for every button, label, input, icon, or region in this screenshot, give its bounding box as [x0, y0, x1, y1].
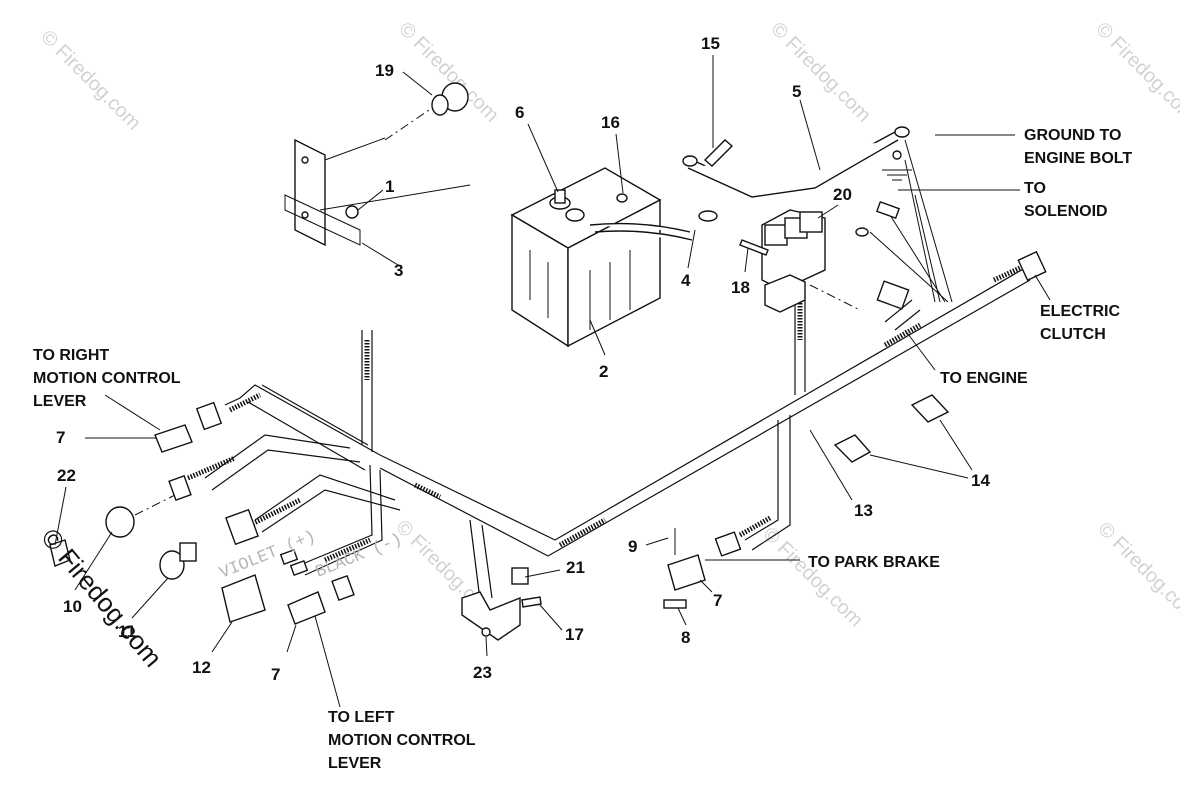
callout-14: 14: [971, 471, 990, 490]
callout-20: 20: [833, 185, 852, 204]
label-ground-line2: ENGINE BOLT: [1024, 150, 1132, 167]
watermark: © Firedog.com: [394, 18, 503, 127]
ground-cable: [616, 126, 910, 203]
label-left-lever-line1: TO LEFT: [328, 709, 395, 726]
label-clutch-line2: CLUTCH: [1040, 326, 1106, 343]
callout-9: 9: [628, 537, 637, 556]
watermark: © Firedog.com: [758, 523, 867, 632]
leader-lines: [54, 55, 1051, 708]
callout-21: 21: [566, 558, 585, 577]
callout-13: 13: [854, 501, 873, 520]
callout-1: 1: [385, 177, 394, 196]
clutch-connector: [1017, 250, 1047, 282]
callout-17: 17: [565, 625, 584, 644]
clip: [833, 434, 872, 463]
callout-7: 7: [713, 591, 722, 610]
label-clutch-line1: ELECTRIC: [1040, 303, 1120, 320]
callout-23: 23: [473, 663, 492, 682]
callout-6: 6: [515, 103, 524, 122]
key-switch: [49, 474, 192, 567]
callout-15: 15: [701, 34, 720, 53]
screw-17: [521, 596, 542, 608]
switch-right: [154, 401, 223, 453]
callout-8: 8: [681, 628, 690, 647]
bushing: [384, 82, 469, 141]
watermark: © Firedog.com: [1093, 518, 1180, 627]
solenoid-terminal: [875, 200, 901, 220]
callout-7: 7: [56, 428, 65, 447]
relay-block: [739, 209, 861, 313]
park-brake-switch: [663, 528, 742, 609]
label-right-lever-line2: MOTION CONTROL: [33, 370, 181, 387]
clip: [910, 394, 950, 423]
watermark: © Firedog.com: [1091, 18, 1180, 127]
callout-4: 4: [681, 271, 691, 290]
parts: [49, 82, 1047, 641]
callout-11: 11: [118, 622, 136, 641]
label-left-lever-line2: MOTION CONTROL: [328, 732, 476, 749]
plug: [221, 508, 266, 623]
ground-symbol: [882, 150, 912, 181]
callout-numbers: 19 1 3 6 16 15 5 4 2 20 18 7 22 10 11 12…: [56, 34, 990, 684]
main-harness: [187, 139, 1031, 601]
label-right-lever-line1: TO RIGHT: [33, 347, 109, 364]
callout-10: 10: [63, 597, 82, 616]
label-ground-line1: GROUND TO: [1024, 127, 1121, 144]
callout-16: 16: [601, 113, 620, 132]
callout-22: 22: [57, 466, 76, 485]
bracket: [284, 137, 471, 247]
label-right-lever-line3: LEVER: [33, 393, 87, 410]
bolt-15: [703, 139, 734, 167]
callout-18: 18: [731, 278, 750, 297]
label-solenoid-line1: TO: [1024, 180, 1046, 197]
lamp: [159, 542, 197, 580]
watermark: © Firedog.com: [36, 26, 145, 135]
callout-5: 5: [792, 82, 801, 101]
mount-bracket: [461, 591, 521, 641]
callout-19: 19: [375, 61, 394, 80]
watermark: © Firedog.com: [766, 18, 875, 127]
connector-21: [511, 567, 529, 585]
callout-7: 7: [271, 665, 280, 684]
credit-text: © Firedog.com: [35, 523, 168, 673]
label-park-brake: TO PARK BRAKE: [808, 554, 940, 571]
callout-2: 2: [599, 362, 608, 381]
engine-connector: [876, 280, 910, 310]
callout-12: 12: [192, 658, 211, 677]
battery: [510, 167, 718, 348]
label-left-lever-line3: LEVER: [328, 755, 382, 772]
terminals: [279, 549, 355, 602]
callout-3: 3: [394, 261, 403, 280]
label-solenoid-line2: SOLENOID: [1024, 203, 1108, 220]
switch-left: [287, 591, 326, 625]
label-engine: TO ENGINE: [940, 370, 1028, 387]
